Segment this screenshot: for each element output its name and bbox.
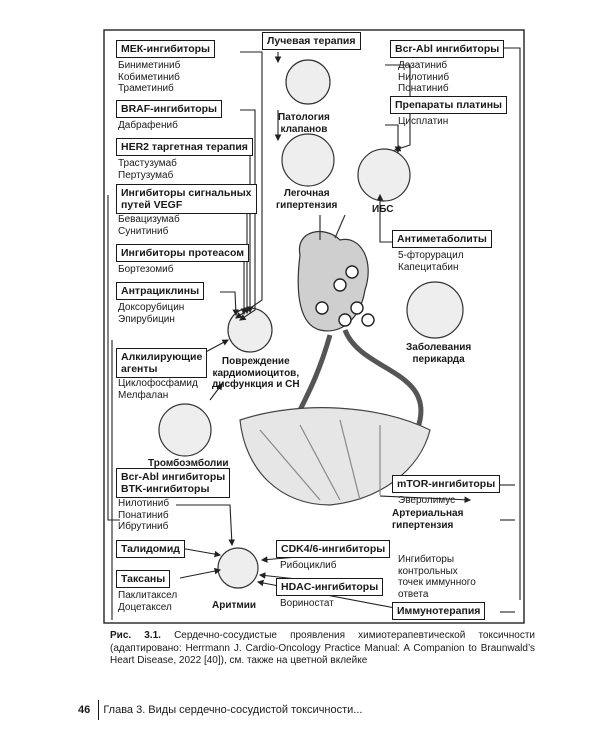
- valve-disease-label: Патология клапанов: [278, 112, 330, 135]
- proteasome-drugs: Бортезомиб: [118, 264, 174, 275]
- pulmonary-hypertension-label: Легочная гипертензия: [276, 188, 338, 211]
- caption-label: Рис. 3.1.: [110, 630, 161, 641]
- heart-markers: [315, 265, 375, 327]
- bcrabl-btk-drugs: Нилотиниб Понатиниб Ибрутиниб: [118, 498, 170, 532]
- figure-caption: Рис. 3.1. Сердечно-сосудистые проявления…: [110, 630, 535, 668]
- vegf-drugs: Бевацизумаб Сунитиниб: [118, 214, 180, 237]
- hdac-inhibitors-box: HDAC-ингибиторы: [276, 578, 384, 596]
- pericardial-disease-label: Заболевания перикарда: [406, 342, 472, 365]
- mek-drugs: Биниметиниб Кобиметиниб Траметиниб: [118, 60, 181, 94]
- vignette-circles: [158, 59, 464, 589]
- ihd-label: ИБС: [372, 204, 394, 215]
- proteasome-inhibitors-box: Ингибиторы протеасом: [116, 244, 249, 262]
- chapter-title: Глава 3. Виды сердечно-сосудистой токсич…: [103, 704, 363, 716]
- vegf-inhibitors-box: Ингибиторы сигнальных путей VEGF: [116, 184, 257, 214]
- radiation-therapy-box: Лучевая терапия: [262, 32, 361, 50]
- mtor-inhibitors-box: mTOR-ингибиторы: [392, 475, 501, 493]
- cdk46-inhibitors-box: CDK4/6-ингибиторы: [276, 540, 391, 558]
- footer-divider: [98, 700, 99, 720]
- alkylating-agents-box: Алкилирующие агенты: [116, 348, 208, 378]
- braf-inhibitors-box: BRAF-ингибиторы: [116, 100, 223, 118]
- thromboembolism-label: Тромбоэмболии: [148, 458, 229, 469]
- immunotherapy-box: Иммунотерапия: [392, 602, 486, 620]
- alkylating-drugs: Циклофосфамид Мелфалан: [118, 378, 198, 401]
- anthracyclines-drugs: Доксорубицин Эпирубицин: [118, 302, 185, 325]
- bcrabl-drugs: Дазатиниб Нилотиниб Понатиниб: [398, 60, 450, 94]
- platinum-box: Препараты платины: [390, 96, 508, 114]
- mtor-drugs: Эверолимус: [398, 495, 456, 506]
- kidney-illustration: [239, 407, 431, 506]
- antimetabolites-box: Антиметаболиты: [392, 230, 492, 248]
- platinum-drugs: Цисплатин: [398, 116, 449, 127]
- arrhythmia-label: Аритмии: [212, 600, 257, 611]
- taxanes-drugs: Паклитаксел Доцетаксел: [118, 590, 178, 613]
- page-footer: 46 Глава 3. Виды сердечно-сосудистой ток…: [78, 704, 362, 716]
- checkpoint-inhibitors-label: Ингибиторы контрольных точек иммунного о…: [398, 554, 476, 600]
- braf-drugs: Дабрафениб: [118, 120, 178, 131]
- cardiomyocyte-damage-label: Повреждение кардиомиоцитов, дисфункция и…: [212, 356, 300, 390]
- anthracyclines-box: Антрациклины: [116, 282, 205, 300]
- bcrabl-inhibitors-box: Bcr-Abl ингибиторы: [390, 40, 505, 58]
- taxanes-box: Таксаны: [116, 570, 171, 588]
- caption-text: Сердечно-сосудистые проявления химиотера…: [110, 630, 536, 666]
- mek-inhibitors-box: МЕК-ингибиторы: [116, 40, 216, 58]
- arterial-hypertension-label: Артериальная гипертензия: [392, 508, 464, 531]
- her2-drugs: Трастузумаб Пертузумаб: [118, 158, 177, 181]
- antimetabolites-drugs: 5-фторурацил Капецитабин: [398, 250, 464, 273]
- her2-therapy-box: HER2 таргетная терапия: [116, 138, 253, 156]
- page-number: 46: [78, 704, 91, 716]
- thalidomide-box: Талидомид: [116, 540, 185, 558]
- bcrabl-btk-inhibitors-box: Bcr-Abl ингибиторы BTK-ингибиторы: [116, 468, 231, 498]
- cdk46-drugs: Рибоциклиб: [280, 560, 337, 571]
- hdac-drugs: Вориностат: [280, 598, 334, 609]
